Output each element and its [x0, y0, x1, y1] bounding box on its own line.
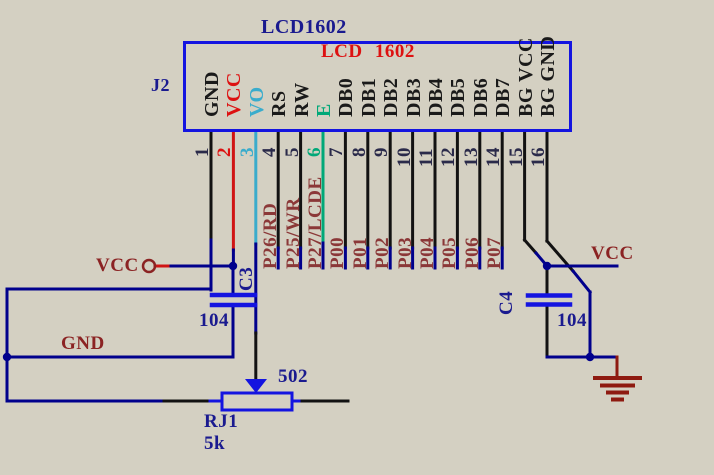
pin-label-VCC: VCC [223, 72, 246, 117]
net-label-gnd: GND [61, 333, 105, 354]
pin-number-3: 3 [236, 147, 258, 157]
pot-rj1-value: 5k [204, 433, 226, 454]
vcc-terminal-icon [141, 258, 157, 274]
cap-c3-value: 104 [199, 310, 229, 331]
pin-number-12: 12 [438, 147, 460, 167]
pin-number-13: 13 [460, 147, 482, 167]
pot-wiper-arrow-icon [245, 379, 267, 393]
pin-number-9: 9 [371, 147, 393, 157]
pin-label-DB6: DB6 [469, 77, 492, 117]
pin-number-10: 10 [393, 147, 415, 167]
port-label-P07: P07 [484, 236, 506, 269]
port-label-P27/LCDE: P27/LCDE [305, 176, 326, 269]
lcd1602-body [183, 41, 572, 132]
pin-label-DB1: DB1 [357, 77, 380, 117]
pin-number-8: 8 [348, 147, 370, 157]
pin-label-DB5: DB5 [447, 77, 470, 117]
pot-rj1-refdes: RJ1 [204, 411, 239, 432]
pin-number-6: 6 [304, 147, 325, 157]
cap-c4-value: 104 [557, 310, 587, 331]
pot-rj1-body [220, 391, 294, 412]
port-label-P04: P04 [417, 236, 438, 269]
pin-number-1: 1 [192, 147, 213, 157]
pin-label-DB0: DB0 [335, 77, 358, 117]
pin-label-E: E [313, 103, 335, 117]
pin-label-GND: GND [201, 71, 223, 117]
pin-label-DB2: DB2 [380, 77, 403, 117]
net-label-vcc-right: VCC [591, 243, 634, 264]
pin-label-BG VCC: BG VCC [514, 37, 537, 117]
junction-gnd-left [2, 352, 12, 362]
pin-label-DB4: DB4 [425, 77, 447, 117]
pin-number-15: 15 [505, 147, 527, 167]
net-label-vcc-left: VCC [96, 255, 139, 276]
port-label-P01: P01 [349, 236, 371, 269]
port-label-P06: P06 [461, 236, 483, 269]
junction-vcc-c4 [542, 261, 552, 271]
pin-label-DB3: DB3 [402, 77, 425, 117]
pin-label-VO: VO [245, 86, 268, 117]
junction-vcc-c3 [228, 261, 238, 271]
port-label-P05: P05 [439, 236, 461, 269]
port-label-P26/RD: P26/RD [260, 202, 282, 269]
cap-c4-refdes: C4 [496, 290, 517, 315]
pin-number-16: 16 [528, 147, 549, 167]
cap-c3-refdes: C3 [236, 266, 257, 291]
pin-number-11: 11 [416, 148, 437, 167]
pin-number-5: 5 [281, 147, 303, 157]
connector-refdes: J2 [151, 75, 170, 95]
port-label-P02: P02 [372, 236, 394, 269]
wire-pin-15 [522, 237, 539, 256]
pin-label-RS: RS [268, 90, 291, 117]
pin-label-BG GND: BG GND [537, 35, 559, 117]
pin-number-14: 14 [483, 147, 505, 167]
pin-number-7: 7 [326, 147, 348, 157]
port-label-P03: P03 [394, 236, 416, 269]
lcd-part-title: LCD1602 [261, 16, 347, 38]
pot-rj1-code: 502 [278, 366, 308, 387]
pin-number-4: 4 [259, 147, 281, 157]
pin-label-RW: RW [290, 82, 313, 117]
pin-number-2: 2 [214, 147, 236, 157]
lcd-inner-label: LCD 1602 [321, 41, 415, 62]
port-label-P25/WR: P25/WR [282, 197, 304, 269]
port-label-P00: P00 [327, 236, 349, 269]
junction-gnd-right [585, 352, 595, 362]
wire-pin-16 [570, 268, 593, 295]
pin-label-DB7: DB7 [492, 77, 515, 117]
